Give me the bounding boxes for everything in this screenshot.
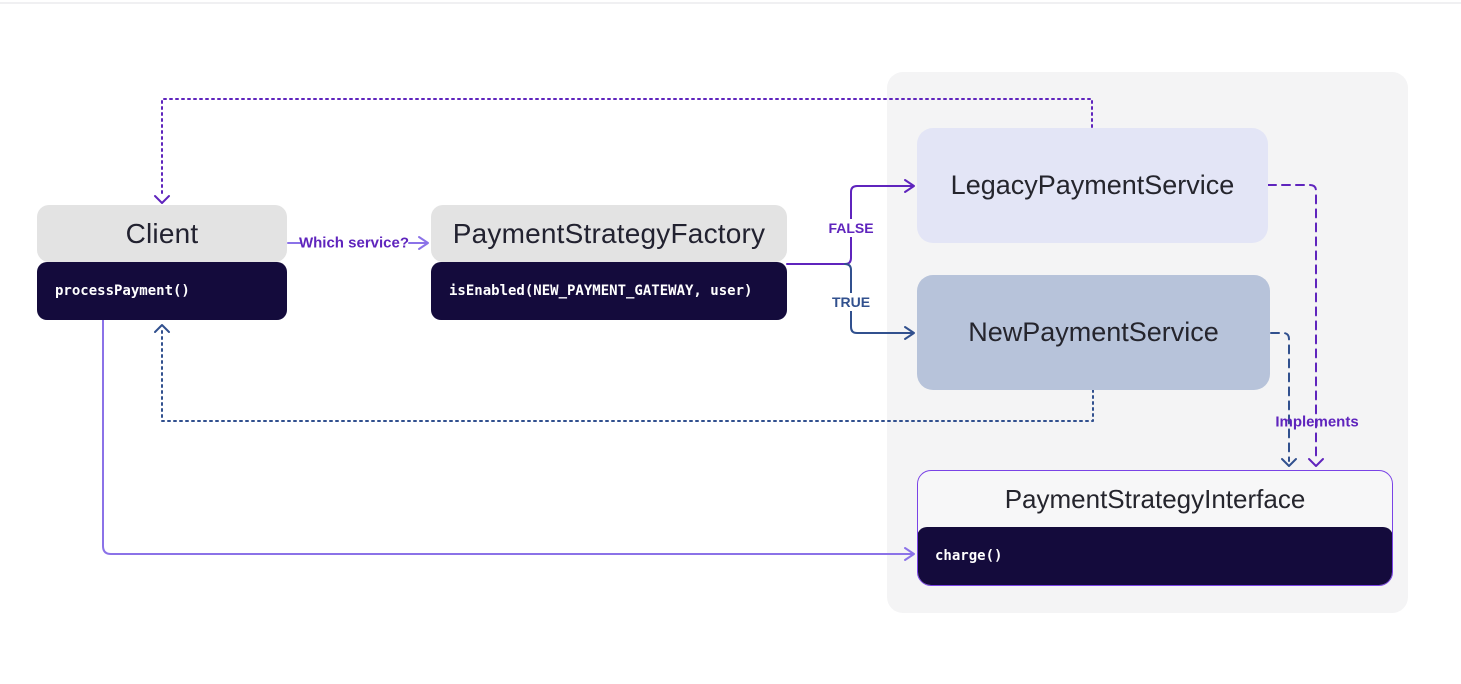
true-branch-label: TRUE <box>827 293 875 311</box>
top-divider <box>0 2 1461 4</box>
factory-method: isEnabled(NEW_PAYMENT_GATEWAY, user) <box>431 262 787 320</box>
payment-strategy-interface-method: charge() <box>918 527 1392 585</box>
new-return-arrowhead-icon <box>154 324 170 333</box>
new-payment-service-node: NewPaymentService <box>917 275 1270 390</box>
payment-strategy-interface-node: PaymentStrategyInterface charge() <box>917 470 1393 586</box>
new-payment-service-title: NewPaymentService <box>968 317 1219 347</box>
client-method: processPayment() <box>37 262 287 320</box>
legacy-payment-service-title: LegacyPaymentService <box>950 170 1235 200</box>
client-node: Client processPayment() <box>37 205 287 320</box>
payment-strategy-interface-title: PaymentStrategyInterface <box>1004 483 1306 514</box>
which-service-arrowhead-icon <box>418 236 429 250</box>
implements-label: Implements <box>1275 413 1359 431</box>
factory-node: PaymentStrategyFactory isEnabled(NEW_PAY… <box>431 205 787 320</box>
factory-title: PaymentStrategyFactory <box>431 205 787 262</box>
legacy-return-arrowhead-icon <box>154 195 170 204</box>
client-title: Client <box>37 205 287 262</box>
which-service-label: Which service? <box>298 234 410 252</box>
false-branch-label: FALSE <box>824 219 878 237</box>
legacy-payment-service-node: LegacyPaymentService <box>917 128 1268 243</box>
client-charge-call-line <box>102 319 914 555</box>
